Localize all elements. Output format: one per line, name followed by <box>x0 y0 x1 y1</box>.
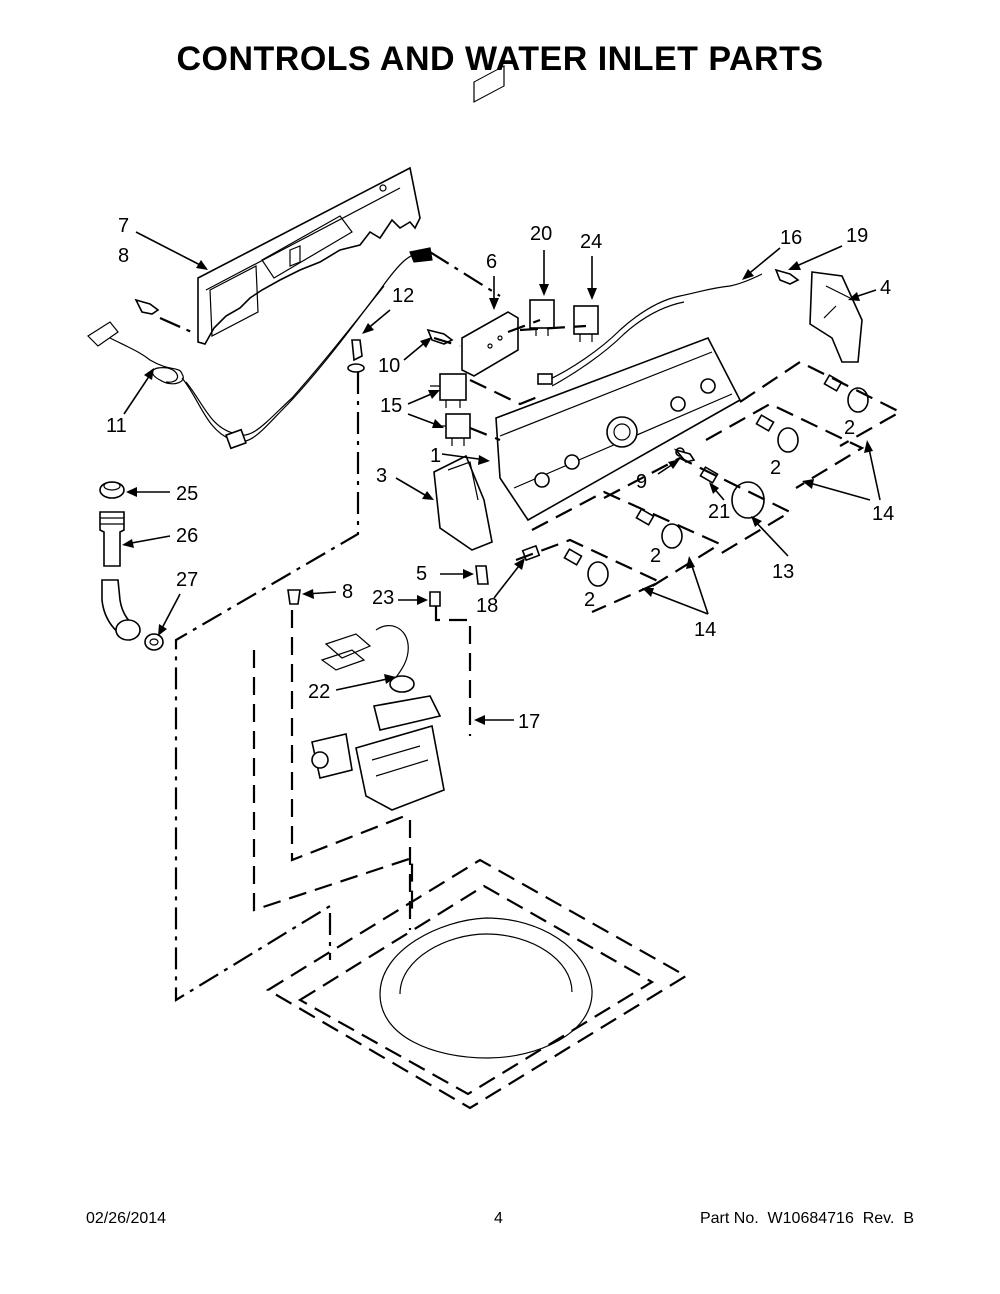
screw-8-lower <box>287 589 301 605</box>
callout-3: 3 <box>376 465 387 487</box>
switch-15b <box>436 413 471 446</box>
callout-14-b: 14 <box>694 619 716 641</box>
wire-harness <box>537 273 763 387</box>
cabinet-top <box>265 858 689 1110</box>
callout-12: 12 <box>392 285 414 307</box>
water-valve-assembly <box>311 625 445 811</box>
callout-23: 23 <box>372 587 394 609</box>
footer-part-number: Part No. W10684716 Rev. B <box>699 1210 914 1227</box>
rear-console-panel <box>197 166 421 345</box>
callout-2-d: 2 <box>584 589 595 611</box>
callout-22: 22 <box>308 681 330 703</box>
end-cap-right <box>809 271 863 363</box>
callout-18: 18 <box>476 595 498 617</box>
callout-20: 20 <box>530 223 552 245</box>
footer-page-number: 4 <box>494 1210 503 1227</box>
callout-6: 6 <box>486 251 497 273</box>
callout-27: 27 <box>176 569 198 591</box>
washer-27 <box>144 633 164 651</box>
callout-21: 21 <box>708 501 730 523</box>
knob-group <box>563 374 869 587</box>
callout-14-a: 14 <box>872 503 894 525</box>
callout-16: 16 <box>780 227 802 249</box>
callout-8-top: 8 <box>118 245 129 267</box>
callout-1: 1 <box>430 445 441 467</box>
screw-9 <box>673 448 696 463</box>
callout-7: 7 <box>118 215 129 237</box>
callout-13: 13 <box>772 561 794 583</box>
callout-19: 19 <box>846 225 868 247</box>
footer-date: 02/26/2014 <box>86 1210 167 1227</box>
console-control-panel <box>495 336 742 522</box>
callout-10: 10 <box>378 355 400 377</box>
inlet-screen-25 <box>99 481 125 499</box>
callout-9: 9 <box>636 471 647 493</box>
switch-20 <box>529 299 555 336</box>
callout-25: 25 <box>176 483 198 505</box>
callout-15: 15 <box>380 395 402 417</box>
callout-4: 4 <box>880 277 891 299</box>
screw-12 <box>347 339 365 373</box>
connector-lines <box>159 251 903 1002</box>
callout-24: 24 <box>580 231 602 253</box>
callout-2-a: 2 <box>844 417 855 439</box>
callout-5: 5 <box>416 563 427 585</box>
callout-2-e: 2 <box>650 545 661 567</box>
switch-15a <box>430 373 467 408</box>
callout-labels: 7 8 6 20 24 16 19 4 12 10 11 15 1 3 9 2 … <box>106 215 894 733</box>
leader-arrows <box>122 231 881 725</box>
callout-17: 17 <box>518 711 540 733</box>
power-cord <box>87 247 433 450</box>
callout-11: 11 <box>106 415 127 437</box>
page-title: CONTROLS AND WATER INLET PARTS <box>176 40 824 78</box>
callout-26: 26 <box>176 525 198 547</box>
end-cap-left <box>433 454 493 551</box>
bracket-5 <box>475 565 489 585</box>
callout-8-lower: 8 <box>342 581 353 603</box>
callout-2-b: 2 <box>770 457 781 479</box>
clip-18 <box>521 544 541 562</box>
screw-23 <box>429 591 441 607</box>
screw-8-top <box>134 298 160 315</box>
control-board <box>461 65 519 377</box>
screw-19 <box>774 268 800 285</box>
switch-24 <box>573 305 599 342</box>
inlet-hose-26 <box>99 511 141 641</box>
